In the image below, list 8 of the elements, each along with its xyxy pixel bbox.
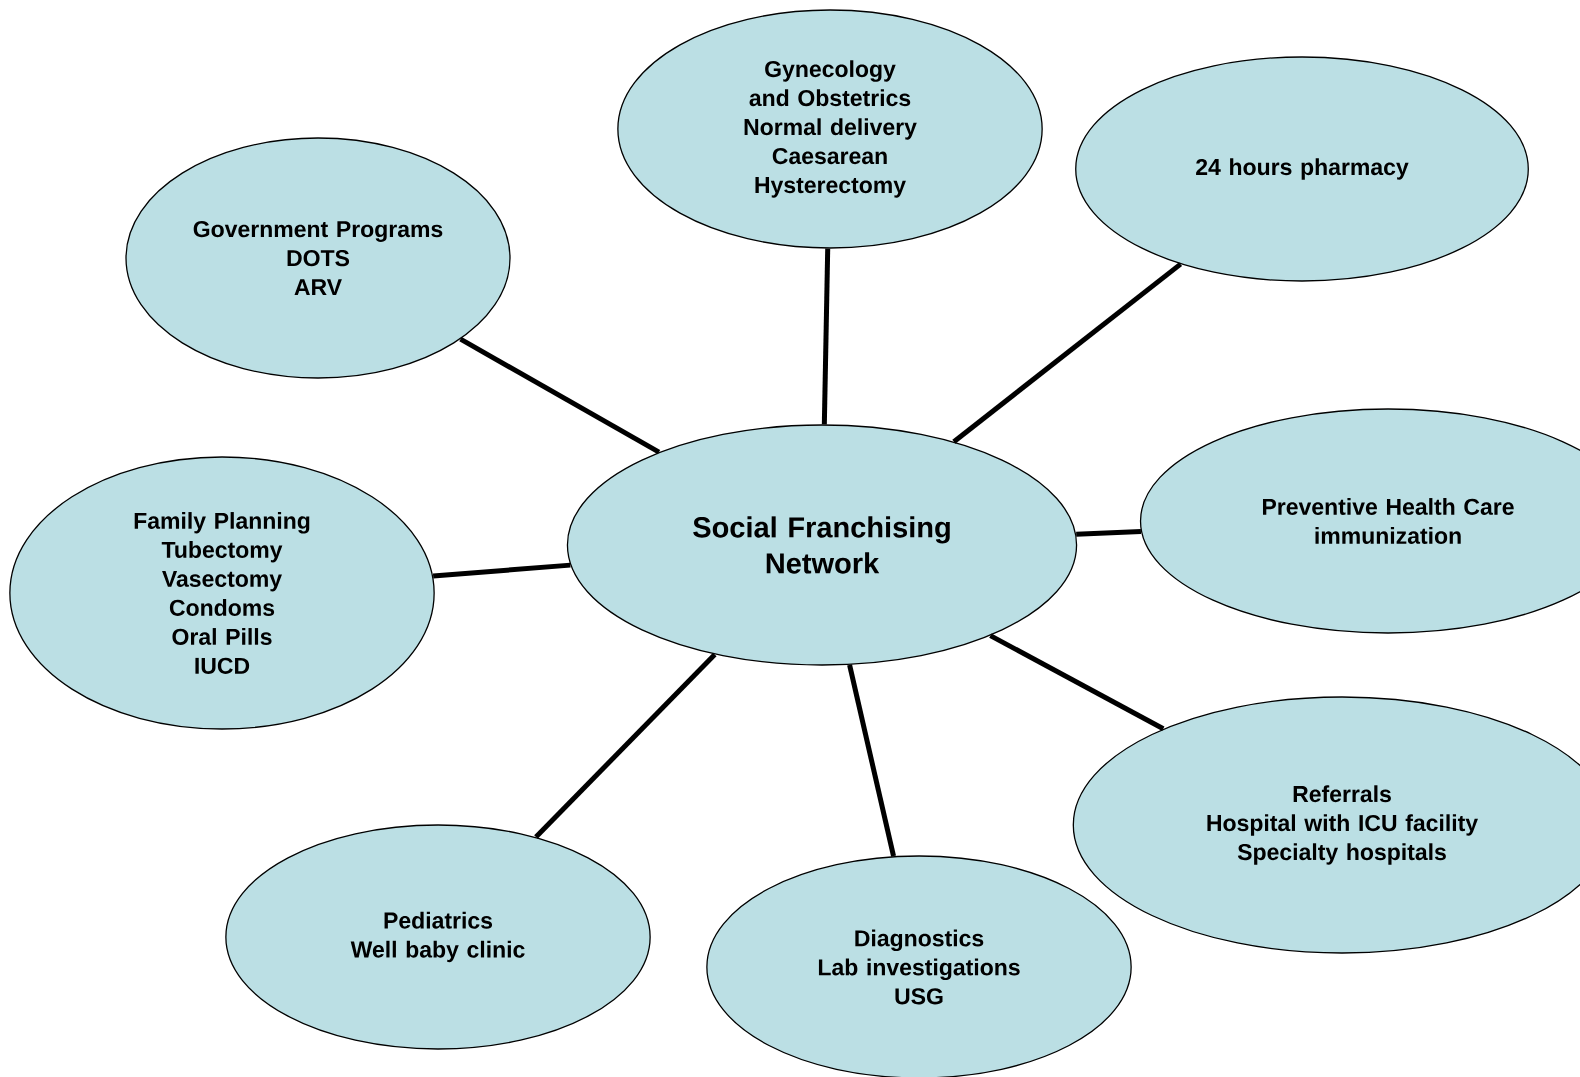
connector-line — [952, 262, 1183, 444]
connector-line — [534, 652, 717, 839]
connector-line — [432, 562, 571, 579]
connector-line — [989, 633, 1165, 731]
connector-line — [821, 248, 831, 425]
connector-line — [847, 664, 896, 857]
connector-line — [1076, 528, 1142, 537]
connector-line — [459, 336, 661, 455]
